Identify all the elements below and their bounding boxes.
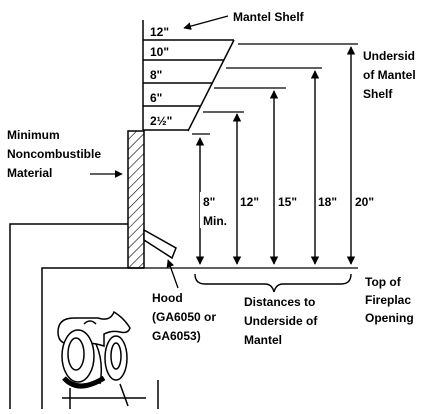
svg-text:Shelf: Shelf xyxy=(363,87,393,101)
shelf-step-labels: 12" 10" 8" 6" 2½" xyxy=(150,25,172,128)
svg-text:of Mantel: of Mantel xyxy=(363,68,416,82)
svg-text:Fireplac: Fireplac xyxy=(365,293,411,307)
distances-brace xyxy=(194,273,352,293)
svg-text:Minimum: Minimum xyxy=(7,128,60,142)
mantel-shelf-label: Mantel Shelf xyxy=(233,10,305,24)
svg-text:Undersid: Undersid xyxy=(363,49,415,63)
step-label-6: 6" xyxy=(150,91,162,105)
measure-8-label: 8" xyxy=(203,195,215,209)
distances-label: Distances to Underside of Mantel xyxy=(244,295,318,347)
svg-text:Material: Material xyxy=(7,166,52,180)
step-label-10: 10" xyxy=(150,45,169,59)
mantel-shelf-pointer xyxy=(183,15,229,30)
svg-text:Hood: Hood xyxy=(152,291,183,305)
mantel-shelf-steps xyxy=(142,20,235,132)
svg-text:Noncombustible: Noncombustible xyxy=(7,147,101,161)
measure-15-label: 15" xyxy=(278,195,297,209)
svg-text:Underside of: Underside of xyxy=(244,314,318,328)
measurement-arrows xyxy=(195,46,356,265)
step-label-8: 8" xyxy=(150,68,162,82)
step-label-12: 12" xyxy=(150,25,169,39)
measure-18-label: 18" xyxy=(318,195,337,209)
hood-pointer xyxy=(166,259,179,289)
measure-20-label: 20" xyxy=(355,195,374,209)
svg-text:Mantel: Mantel xyxy=(244,333,282,347)
svg-text:GA6053): GA6053) xyxy=(152,329,201,343)
measurement-labels: 8" Min. 12" 15" 18" 20" xyxy=(203,195,374,228)
svg-text:(GA6050 or: (GA6050 or xyxy=(152,310,216,324)
measurement-label-bg xyxy=(200,192,382,228)
top-of-opening-label: Top of Fireplac Opening xyxy=(365,275,414,325)
shelf-leader-lines xyxy=(192,43,358,135)
min-noncombustible-label: Minimum Noncombustible Material xyxy=(7,128,101,180)
svg-text:Distances to: Distances to xyxy=(244,295,315,309)
svg-text:Opening: Opening xyxy=(365,311,414,325)
noncombustible-wall xyxy=(127,130,145,269)
svg-text:Top of: Top of xyxy=(365,275,402,289)
underside-mantel-label: Undersid of Mantel Shelf xyxy=(363,49,416,101)
hood-label: Hood (GA6050 or GA6053) xyxy=(152,291,216,343)
measure-12-label: 12" xyxy=(240,195,259,209)
fireplace-outline xyxy=(9,223,159,409)
hood xyxy=(143,228,177,260)
measure-8-sub: Min. xyxy=(203,214,227,228)
step-label-2-5: 2½" xyxy=(150,114,172,128)
gas-log-illustration xyxy=(57,310,146,409)
